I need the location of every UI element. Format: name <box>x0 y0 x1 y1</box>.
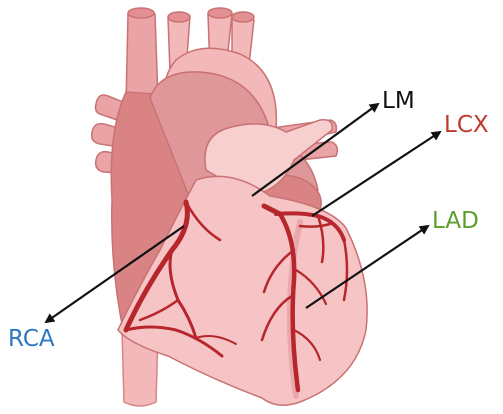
label-lad: LAD <box>432 210 479 233</box>
label-lcx: LCX <box>444 114 489 137</box>
label-lm: LM <box>382 90 415 113</box>
label-rca: RCA <box>8 328 55 351</box>
